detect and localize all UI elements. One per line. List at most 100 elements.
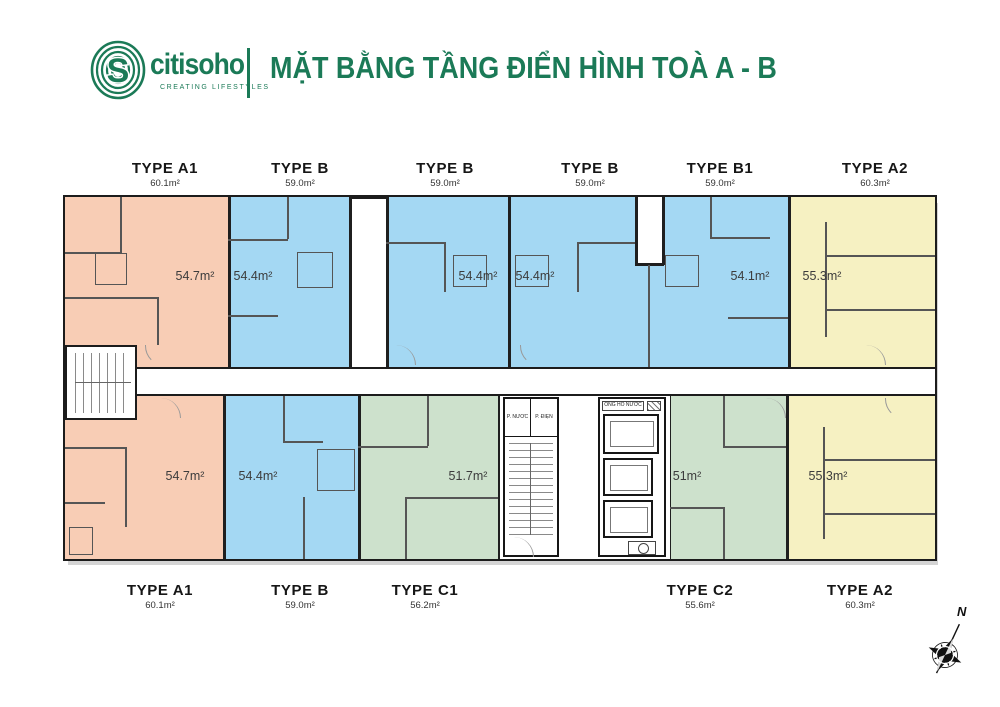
wall (405, 497, 498, 499)
unit-area: 59.0m² (285, 600, 315, 611)
corridor (135, 367, 935, 396)
top-unit-label-a1: TYPE A1 60.1m² (100, 160, 230, 189)
brand-tagline: CREATING LIFESTYLES (160, 84, 270, 91)
interior-area: 54.1m² (730, 269, 770, 283)
wall (349, 197, 352, 367)
wall (498, 396, 501, 559)
wall (287, 197, 289, 239)
wall (427, 396, 429, 446)
unit-area: 59.0m² (430, 178, 460, 189)
unit-type: TYPE A1 (131, 160, 199, 177)
top-unit-label-b3: TYPE B 59.0m² (525, 160, 655, 189)
compass-icon: N (905, 600, 990, 690)
wall (283, 396, 285, 441)
interior-area: 54.7m² (175, 269, 215, 283)
elevator-car (610, 421, 654, 447)
bottom-unit-label-a1: TYPE A1 60.1m² (95, 582, 225, 611)
unit-area: 59.0m² (705, 178, 735, 189)
wall (228, 239, 288, 241)
bathroom-outline (515, 255, 549, 287)
wall (823, 459, 935, 461)
unit-bottom-a2 (786, 396, 935, 559)
unit-area: 59.0m² (575, 178, 605, 189)
bathroom-outline (69, 527, 93, 555)
wall (635, 197, 638, 265)
elevator-2 (603, 458, 653, 496)
bathroom-outline (95, 253, 127, 285)
stair-treads (509, 443, 553, 535)
wall (303, 497, 305, 559)
wall (635, 263, 664, 266)
stair-rail (75, 382, 131, 383)
door-arc (513, 537, 534, 557)
shaft-label: ỐNG HỐ NƯỚC (604, 402, 642, 408)
stair-rail (530, 443, 531, 535)
wall (508, 197, 511, 367)
unit-type: TYPE A2 (841, 160, 909, 177)
wall (65, 502, 105, 504)
unit-type: TYPE B (271, 582, 329, 599)
shaft-hatch (647, 401, 661, 411)
unit-type: TYPE A2 (826, 582, 894, 599)
unit-area: 60.1m² (150, 178, 180, 189)
unit-area: 60.3m² (845, 600, 875, 611)
interior-area: 54.7m² (165, 469, 205, 483)
unit-type: TYPE C2 (666, 582, 734, 599)
unit-top-b-block (388, 197, 788, 367)
wall (823, 513, 935, 515)
wall (723, 396, 725, 446)
unit-area: 55.6m² (685, 600, 715, 611)
bottom-unit-label-c1: TYPE C1 56.2m² (360, 582, 490, 611)
interior-area: 54.4m² (238, 469, 278, 483)
svg-text:S: S (107, 52, 130, 90)
interior-area: 54.4m² (458, 269, 498, 283)
stairwell-left (65, 345, 137, 420)
header-divider (247, 48, 250, 98)
unit-area: 59.0m² (285, 178, 315, 189)
wall (825, 222, 827, 337)
unit-type: TYPE B (271, 160, 329, 177)
wall (668, 507, 723, 509)
top-unit-label-b1: TYPE B 59.0m² (235, 160, 365, 189)
wall (157, 297, 159, 345)
unit-type: TYPE B1 (686, 160, 754, 177)
light-well (637, 197, 663, 263)
wall (444, 242, 446, 292)
wall (120, 197, 122, 253)
bottom-unit-label-c2: TYPE C2 55.6m² (635, 582, 765, 611)
interior-area: 55.3m² (808, 469, 848, 483)
interior-area: 54.4m² (233, 269, 273, 283)
stair-treads (75, 353, 131, 413)
unit-area: 60.1m² (145, 600, 175, 611)
svg-text:S: S (107, 52, 130, 90)
unit-bottom-c2 (668, 396, 786, 559)
wall (223, 396, 226, 559)
bottom-unit-label-b: TYPE B 59.0m² (235, 582, 365, 611)
unit-bottom-b (223, 396, 358, 559)
unit-area: 60.3m² (860, 178, 890, 189)
unit-top-a2 (788, 197, 935, 367)
wall (65, 447, 125, 449)
core-stair-column: P. NƯỚC P. ĐIỆN (503, 397, 559, 557)
room-label: P. ĐIỆN (535, 414, 553, 420)
shaft-label-box: ỐNG HỐ NƯỚC (602, 401, 644, 411)
technical-room-water: P. NƯỚC (505, 399, 531, 437)
interior-area: 51.7m² (448, 469, 488, 483)
wall (577, 242, 635, 244)
wall (228, 315, 278, 317)
interior-area: 54.4m² (515, 269, 555, 283)
wall (825, 255, 935, 257)
core-elevator-column: ỐNG HỐ NƯỚC (598, 397, 666, 557)
wall (358, 446, 428, 448)
bathroom-outline (665, 255, 699, 287)
citisoho-logo-icon: S S (90, 40, 146, 100)
compass-north-label: N (957, 604, 967, 619)
wall (728, 317, 788, 319)
bathroom-outline (297, 252, 333, 288)
elevator-3 (603, 500, 653, 538)
unit-area: 56.2m² (410, 600, 440, 611)
floor-plan: P. NƯỚC P. ĐIỆN ỐNG HỐ NƯỚC 54.7m² 54.4m… (63, 195, 937, 561)
unit-top-b1 (228, 197, 350, 367)
wall (405, 497, 407, 559)
wall (786, 396, 789, 559)
